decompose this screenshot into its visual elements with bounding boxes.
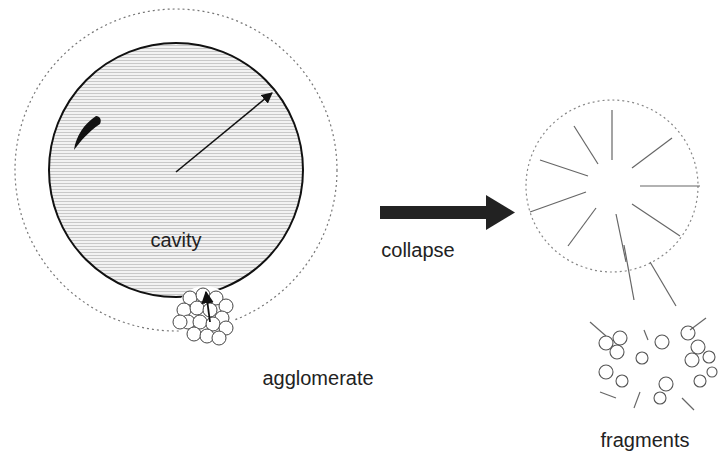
crescent-mark — [74, 116, 101, 150]
node-label: cavity — [150, 228, 201, 252]
agglomerate-cluster — [173, 286, 235, 346]
part-label: fragments — [601, 428, 690, 452]
circle-outline — [48, 42, 304, 298]
collapse-arrow — [380, 195, 515, 230]
process-label: collapse — [381, 238, 454, 262]
cavity-circle: cavity — [48, 42, 304, 298]
fragment-particles — [599, 326, 717, 404]
part-label: agglomerate — [262, 366, 373, 390]
burst-lines — [530, 110, 706, 410]
dashed-outer-circle — [15, 9, 337, 331]
radius-arrow — [176, 93, 272, 172]
